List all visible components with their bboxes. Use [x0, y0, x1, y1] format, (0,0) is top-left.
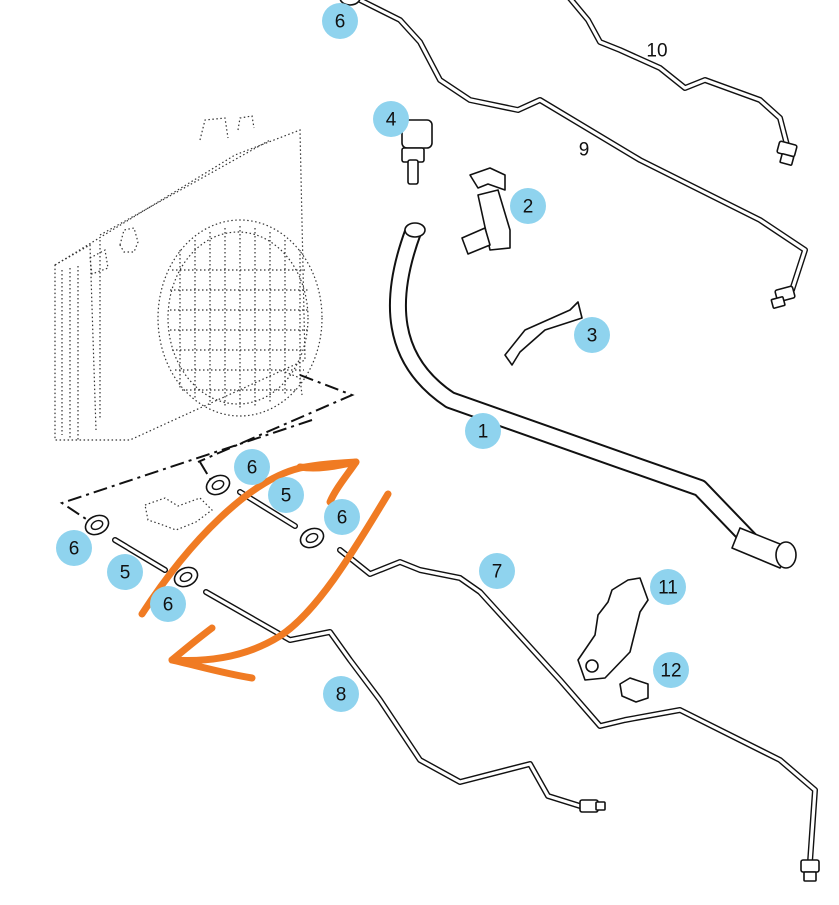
orange-swap-annotation: [138, 458, 392, 682]
pipe-7: [337, 547, 820, 882]
part-4-plug: [401, 119, 433, 185]
pipe-9: [357, 0, 808, 309]
callout-6-top-label: 6: [335, 12, 346, 33]
callout-6-right: 6: [324, 499, 360, 535]
callout-11-label: 11: [658, 578, 678, 599]
assembly-guide-lines: [59, 374, 355, 524]
dotted-clip-outline: [144, 497, 213, 531]
hose-clamps: [84, 0, 361, 588]
tube-5-lower: [112, 537, 168, 573]
callout-8-label: 8: [336, 685, 347, 706]
pipe-8: [203, 589, 606, 813]
clamp-6a: [205, 474, 231, 496]
label-10: 10: [646, 41, 667, 62]
callout-5-upper: 5: [268, 477, 304, 513]
callout-12: 12: [653, 652, 689, 688]
callout-4-label: 4: [386, 110, 397, 131]
callout-4: 4: [373, 101, 409, 137]
part-12-screw: [619, 677, 649, 703]
callout-1-label: 1: [478, 422, 489, 443]
clamp-6top: [339, 0, 361, 6]
pipe-10: [567, 0, 798, 166]
callout-6-lower: 6: [150, 586, 186, 622]
callout-6-right-label: 6: [337, 508, 348, 529]
hose-1: [388, 222, 797, 569]
part-11-holder: [577, 577, 649, 681]
callout-5-upper-label: 5: [281, 486, 292, 507]
part-2-bracket: [461, 167, 511, 255]
radiator-assembly: [54, 115, 323, 441]
clamp-6b: [299, 527, 325, 549]
callout-1: 1: [465, 413, 501, 449]
callout-6-lower-label: 6: [163, 595, 174, 616]
clamp-6d: [173, 566, 199, 588]
callout-6-upper-label: 6: [247, 458, 258, 479]
callout-7-label: 7: [492, 562, 503, 583]
callout-5-lower-label: 5: [120, 563, 131, 584]
callout-2: 2: [510, 188, 546, 224]
callout-2-label: 2: [523, 197, 534, 218]
callout-6-top: 6: [322, 3, 358, 39]
clamp-6c: [84, 514, 110, 536]
callout-3-label: 3: [587, 326, 598, 347]
callout-11: 11: [650, 569, 686, 605]
callout-12-label: 12: [660, 661, 681, 682]
callout-6-left: 6: [56, 530, 92, 566]
callout-5-lower: 5: [107, 554, 143, 590]
callout-6-upper: 6: [234, 449, 270, 485]
callout-7: 7: [479, 553, 515, 589]
label-9: 9: [579, 140, 590, 161]
part-3-clip: [504, 301, 583, 366]
callout-6-left-label: 6: [69, 539, 80, 560]
callout-3: 3: [574, 317, 610, 353]
callout-8: 8: [323, 676, 359, 712]
